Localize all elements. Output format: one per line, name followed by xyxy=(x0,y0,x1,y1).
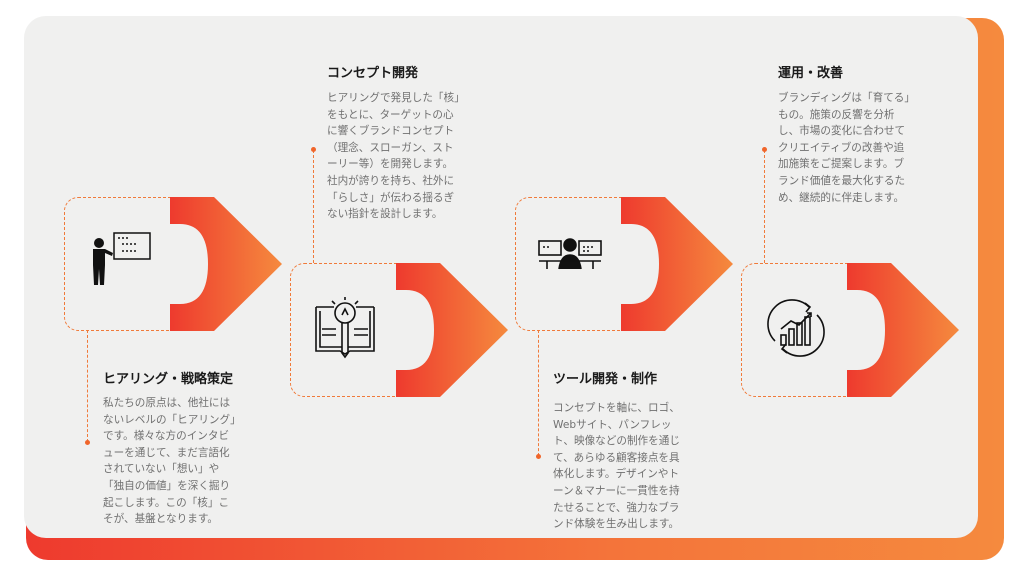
text-line: ヒアリングで発見した「核」 xyxy=(327,92,465,104)
step-2-title: コンセプト開発 xyxy=(327,66,419,81)
step-3 xyxy=(515,197,735,331)
designer-workstation-icon xyxy=(538,238,602,270)
step-4 xyxy=(741,263,961,397)
text-line: 社内が誇りを持ち、社外に xyxy=(327,174,455,187)
text-line: ューを通じて、まだ言語化 xyxy=(103,446,230,459)
text-line: ンド体験を生み出します。 xyxy=(553,518,680,531)
text-line: め、継続的に伴走します。 xyxy=(778,191,905,204)
process-panel xyxy=(24,16,978,538)
step-4-title: 運用・改善 xyxy=(778,66,844,81)
step-1-title: ヒアリング・戦略策定 xyxy=(103,372,234,387)
step-4-description: ブランディングは「育てる」もの。施策の反響を分析し、市場の変化に合わせてクリエイ… xyxy=(778,90,915,206)
connector-dot xyxy=(311,147,316,152)
text-line: されていない「想い」や xyxy=(103,463,220,476)
text-line: です。様々な方のインタビ xyxy=(103,430,230,443)
growth-chart-cycle-icon xyxy=(767,299,825,357)
text-line: をもとに、ターゲットの心 xyxy=(327,108,454,121)
text-line: 起こします。この「核」こ xyxy=(103,496,230,509)
book-lightbulb-icon xyxy=(315,297,375,359)
connector-dot xyxy=(536,454,541,459)
presenter-whiteboard-icon xyxy=(93,232,151,285)
connector-line xyxy=(87,330,88,442)
chevron-arrow-icon xyxy=(170,197,282,331)
text-line: コンセプトを軸に、ロゴ、 xyxy=(553,402,680,414)
text-line: て、あらゆる顧客接点を具 xyxy=(553,451,680,464)
text-line: 「らしさ」が伝わる揺るぎ xyxy=(327,191,455,204)
text-line: 「独自の価値」を深く掘り xyxy=(103,479,231,492)
step-4-box xyxy=(741,263,881,397)
text-line: ブランディングは「育てる」 xyxy=(778,92,915,104)
step-3-title: ツール開発・制作 xyxy=(553,372,658,387)
connector-dot xyxy=(762,147,767,152)
connector-dot xyxy=(85,440,90,445)
text-line: たせることで、強力なブラ xyxy=(553,501,680,514)
text-line: Webサイト、パンフレッ xyxy=(553,418,672,431)
text-line: クリエイティブの改善や追 xyxy=(778,141,905,154)
step-2-box xyxy=(290,263,430,397)
text-line: ないレベルの「ヒアリング」 xyxy=(103,413,241,426)
text-line: （理念、スローガン、スト xyxy=(327,141,454,154)
text-line: に響くブランドコンセプト xyxy=(327,125,455,138)
chevron-arrow-icon xyxy=(621,197,733,331)
text-line: ト、映像などの制作を通じ xyxy=(553,435,680,448)
text-line: ランド価値を最大化するた xyxy=(778,174,906,187)
step-2 xyxy=(290,263,510,397)
text-line: ーリー等）を開発します。 xyxy=(327,158,454,171)
text-line: 体化します。デザインやト xyxy=(553,468,680,481)
step-1-box xyxy=(64,197,204,331)
step-3-description: コンセプトを軸に、ロゴ、 Webサイト、パンフレット、映像などの制作を通じて、あら… xyxy=(553,400,680,533)
step-1-description: 私たちの原点は、他社にはないレベルの「ヒアリング」です。様々な方のインタビューを… xyxy=(103,395,241,528)
text-line: もの。施策の反響を分析 xyxy=(778,108,895,121)
connector-line xyxy=(764,150,765,263)
text-line: 加施策をご提案します。ブ xyxy=(778,158,905,171)
step-1 xyxy=(64,197,284,331)
step-2-description: ヒアリングで発見した「核」をもとに、ターゲットの心に響くブランドコンセプト （理念… xyxy=(327,90,465,223)
text-line: そが、基盤となります。 xyxy=(103,513,218,526)
text-line: ーン＆マナーに一貫性を持 xyxy=(553,484,680,497)
connector-line xyxy=(538,330,539,456)
text-line: 私たちの原点は、他社には xyxy=(103,397,231,409)
text-line: し、市場の変化に合わせて xyxy=(778,125,906,138)
text-line: ない指針を設計します。 xyxy=(327,208,443,221)
step-3-box xyxy=(515,197,655,331)
chevron-arrow-icon xyxy=(847,263,959,397)
chevron-arrow-icon xyxy=(396,263,508,397)
connector-line xyxy=(313,150,314,263)
